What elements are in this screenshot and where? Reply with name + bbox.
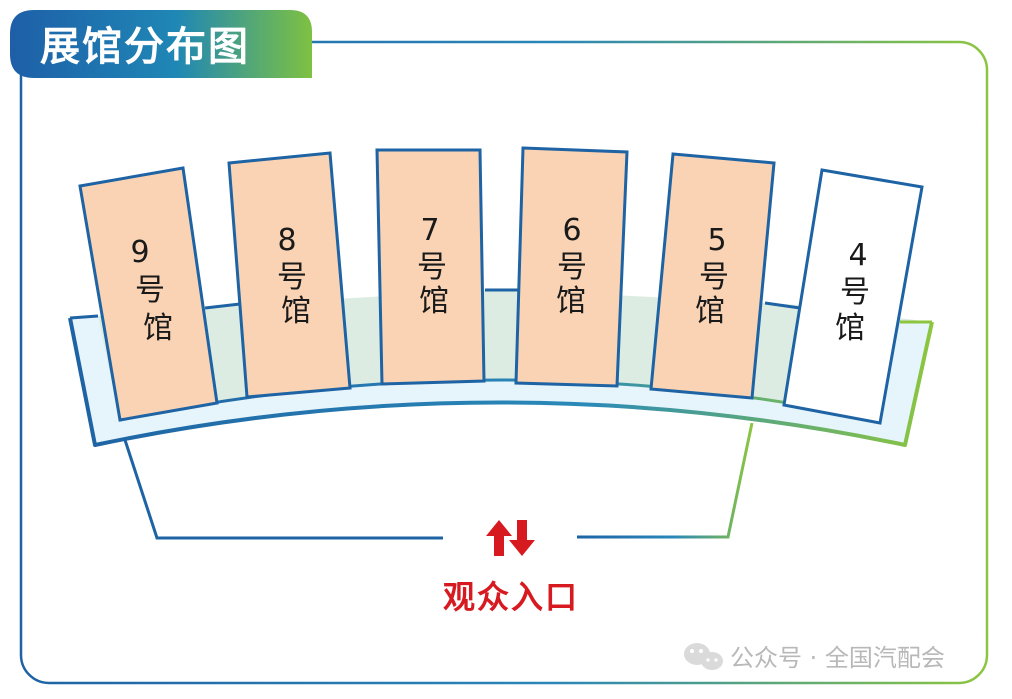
hall-4: 4 号 馆 <box>782 168 924 425</box>
outer-frame <box>19 40 989 685</box>
hall-6-label-hao: 号 <box>557 250 587 285</box>
hall-7-number: 7 <box>420 213 439 248</box>
plaza-right-path <box>577 422 754 539</box>
halls-group: 9 号 馆 8 号 馆 7 号 馆 6 号 馆 5 号 <box>78 146 924 425</box>
connector-9-8 <box>204 302 241 310</box>
hall-5-block <box>649 152 776 400</box>
hall-7-label-hao: 号 <box>417 250 447 285</box>
hall-8-number: 8 <box>277 223 296 258</box>
watermark: 公众号 · 全国汽配会 <box>684 643 945 672</box>
corridor-outer-edge <box>68 317 934 447</box>
hall-5-label-guan: 馆 <box>695 294 725 329</box>
hall-4-number: 4 <box>848 238 867 273</box>
hall-4-block <box>782 168 924 425</box>
corridor-left-cap <box>69 314 99 320</box>
hall-9-block <box>78 166 219 422</box>
entrance-arrows-icon <box>486 520 535 556</box>
hall-8-block <box>227 151 352 399</box>
hall-6-block <box>514 146 629 388</box>
hall-9-number: 9 <box>130 235 149 270</box>
hall-8-label-guan: 馆 <box>281 294 311 329</box>
hall-6-number: 6 <box>562 213 581 248</box>
plaza-left-path <box>123 439 443 540</box>
hall-7: 7 号 馆 <box>375 148 486 386</box>
hall-4-label-hao: 号 <box>840 275 870 310</box>
hall-6-label-guan: 馆 <box>556 284 586 319</box>
hall-6: 6 号 馆 <box>514 146 629 388</box>
hall-8-label-hao: 号 <box>277 260 307 295</box>
hall-7-block <box>375 148 486 386</box>
hall-4-label-guan: 馆 <box>835 311 865 346</box>
entrance-label: 观众入口 <box>443 578 579 616</box>
watermark-text: 公众号 · 全国汽配会 <box>730 644 945 672</box>
hall-5-label-hao: 号 <box>699 260 729 295</box>
hall-9-label-guan: 馆 <box>143 311 173 346</box>
hall-5: 5 号 馆 <box>649 152 776 400</box>
hall-9-label-hao: 号 <box>135 273 165 308</box>
hall-8: 8 号 馆 <box>227 151 352 399</box>
connector-5-4 <box>764 301 801 310</box>
corridor-inner-edge <box>119 378 881 422</box>
page-title: 展馆分布图 <box>40 24 250 70</box>
title-banner: 展馆分布图 <box>10 10 312 78</box>
hall-7-label-guan: 馆 <box>419 284 449 319</box>
wechat-icon <box>684 643 723 670</box>
hall-9: 9 号 馆 <box>78 166 219 422</box>
hall-5-number: 5 <box>707 223 726 258</box>
